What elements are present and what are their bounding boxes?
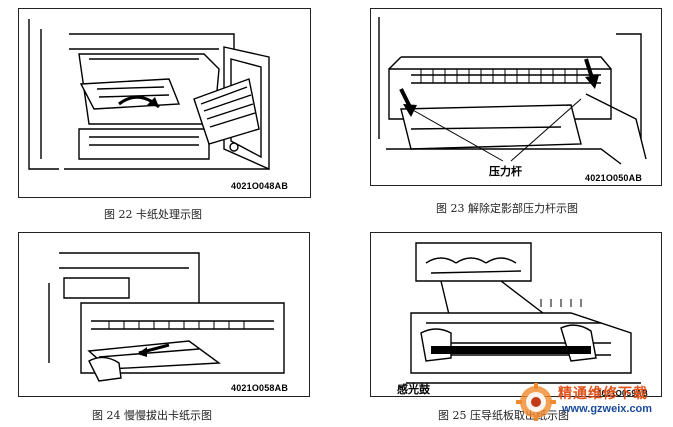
figure-25-code: 4021O059AB (597, 389, 648, 397)
site-watermark: 精通维修下载 www.gzweix.com (514, 381, 669, 423)
figure-25-panel: 感光鼓 4021O059AB (370, 232, 662, 397)
figure-23-panel: 压力杆 4021O050AB (370, 8, 662, 186)
figure-22-code: 4021O048AB (231, 181, 289, 191)
figure-23-illustration (378, 17, 647, 165)
figure-22-panel: 4021O048AB (18, 8, 311, 198)
figure-23-caption: 图 23 解除定影部压力杆示图 (436, 202, 578, 215)
watermark-title: 精通维修下载 (558, 386, 648, 402)
figure-25-callout-label: 感光鼓 (397, 383, 430, 396)
figure-23-code: 4021O050AB (585, 173, 643, 183)
figure-24-caption: 图 24 慢慢拔出卡纸示图 (92, 409, 212, 422)
watermark-url: www.gzweix.com (562, 403, 653, 415)
gear-logo-icon (516, 383, 556, 421)
figure-24-illustration (48, 252, 285, 382)
figure-24-code: 4021O058AB (231, 383, 289, 393)
figure-24-panel: 4021O058AB (18, 232, 310, 397)
figure-23-callout-label: 压力杆 (489, 165, 522, 178)
figure-22-caption: 图 22 卡纸处理示图 (104, 208, 202, 221)
figure-22-illustration (28, 19, 270, 171)
figure-25-illustration (406, 242, 641, 384)
